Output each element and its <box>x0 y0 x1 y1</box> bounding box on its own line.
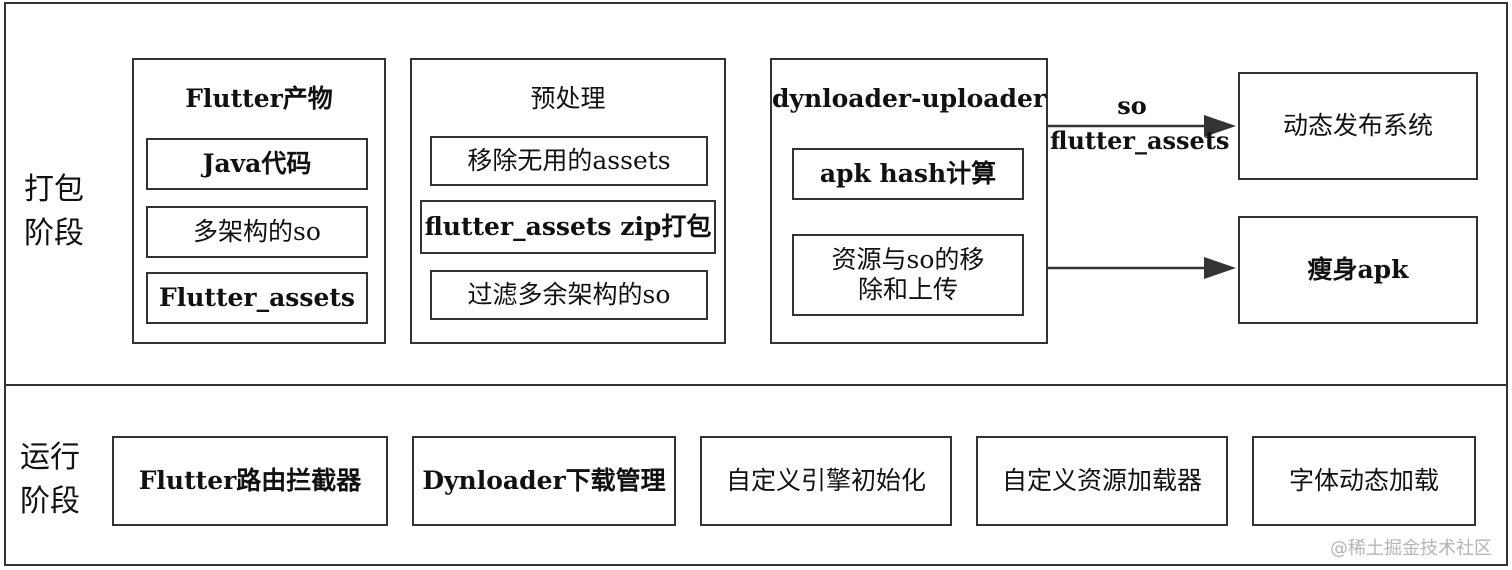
uploader-title: dynloader-uploader <box>771 84 1047 113</box>
arrowhead <box>1204 257 1236 279</box>
apk-hash-step: apk hash计算 <box>792 148 1024 200</box>
preprocess-item: 移除无用的assets <box>430 136 708 186</box>
flutter-output-title: Flutter产物 <box>185 84 333 113</box>
flutter-output-item: 多架构的so <box>146 206 368 258</box>
slim-apk-box: 瘦身apk <box>1238 216 1478 324</box>
runtime-item-route-interceptor: Flutter路由拦截器 <box>112 436 388 526</box>
runtime-stage-label: 运行 阶段 <box>20 440 80 519</box>
watermark: @稀土掘金技术社区 <box>1330 538 1492 559</box>
flutter-output-item: Flutter_assets <box>146 272 368 324</box>
runtime-item-download-manager: Dynloader下载管理 <box>412 436 676 526</box>
arrowhead <box>1204 115 1236 137</box>
publish-system-box: 动态发布系统 <box>1238 72 1478 180</box>
resource-upload-step: 资源与so的移 除和上传 <box>792 234 1024 316</box>
runtime-item-font-loading: 字体动态加载 <box>1252 436 1476 526</box>
arrow-label: so flutter_assets <box>1050 91 1230 155</box>
preprocess-title: 预处理 <box>530 84 606 113</box>
runtime-item-engine-init: 自定义引擎初始化 <box>700 436 952 526</box>
preprocess-item: flutter_assets zip打包 <box>420 200 716 254</box>
packaging-stage-label: 打包 阶段 <box>24 172 84 251</box>
flutter-output-item: Java代码 <box>146 138 368 190</box>
runtime-item-resource-loader: 自定义资源加载器 <box>976 436 1228 526</box>
preprocess-item: 过滤多余架构的so <box>430 270 708 320</box>
